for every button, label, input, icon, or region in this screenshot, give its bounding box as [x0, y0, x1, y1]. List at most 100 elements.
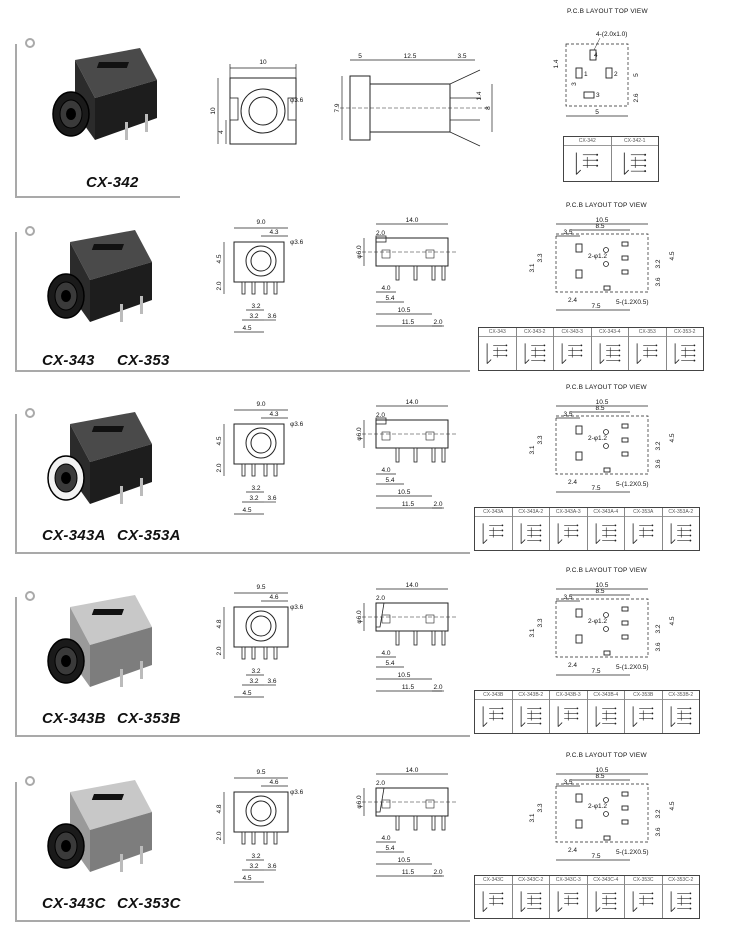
section-baseline [15, 552, 470, 554]
pcb-outline [555, 415, 649, 475]
dim-height: 4.8 [216, 804, 223, 813]
section-rail [15, 408, 35, 554]
schematic-cell: CX-353 [629, 328, 667, 370]
schematic-label: CX-353-2 [666, 328, 703, 337]
product-photo [47, 412, 152, 504]
dim-width: 9.0 [256, 219, 265, 226]
section-baseline [15, 370, 470, 372]
pcb-outline [555, 783, 649, 843]
dim-pad-span: 8.5 [595, 773, 604, 780]
dim-length: 14.0 [406, 767, 419, 774]
dim-pin-c: 10.5 [398, 489, 411, 496]
dim-pad-f: 3.2 [655, 259, 662, 268]
model-label: CX-343 [42, 352, 95, 369]
schematic-icon [632, 891, 654, 912]
hook-icon [25, 408, 35, 418]
dim-pad-g: 3.6 [655, 277, 662, 286]
dim-diameter: φ3.6 [290, 239, 304, 246]
dim-offset: 4 [218, 130, 225, 134]
section-rail [15, 591, 35, 737]
schematic-cell: CX-343-2 [516, 328, 554, 370]
model-label: CX-353A [117, 527, 181, 544]
model-label: CX-343B [42, 710, 106, 727]
dim-pcb-width: 10.5 [596, 582, 609, 589]
hook-icon [25, 591, 35, 601]
section-baseline [15, 920, 470, 922]
schematic-label: CX-353A [625, 508, 662, 517]
schematic-cell: CX-343A [475, 508, 513, 550]
schematic-label: CX-353C [625, 876, 662, 885]
dim-pad-a: 3.5 [563, 594, 572, 601]
front-body [233, 423, 285, 465]
dim-pin-d: 11.5 [402, 319, 415, 326]
dim-pitch-a: 3.2 [251, 485, 260, 492]
dim-pad-e: 4.5 [669, 616, 676, 625]
dim-pad-b: 3.3 [537, 803, 544, 812]
dim-pin-b: 5.4 [385, 660, 394, 667]
dim-pad-g: 3.6 [655, 642, 662, 651]
dim-pad-b: 3.3 [537, 253, 544, 262]
section-baseline [15, 196, 180, 198]
dim-body: 12.5 [404, 53, 417, 60]
dim-pitch-d: 4.5 [242, 325, 251, 332]
schematic-label: CX-343B [475, 691, 512, 700]
dim-pin-height: 1.4 [476, 91, 483, 100]
dim-pin-b: 5.4 [385, 845, 394, 852]
pcb-layout-title: P.C.B LAYOUT TOP VIEW [566, 752, 647, 759]
schematic-cell: CX-353-2 [666, 328, 703, 370]
schematic-icon [670, 523, 691, 544]
dim-pin-a: 4.0 [381, 285, 390, 292]
model-label: CX-343A [42, 527, 106, 544]
dim-pad-e: 4.5 [669, 801, 676, 810]
pcb-layout-title: P.C.B LAYOUT TOP VIEW [566, 202, 647, 209]
schematic-icon [670, 891, 691, 912]
pcb-outline [555, 598, 649, 658]
dim-pin-d: 11.5 [402, 869, 415, 876]
dim-pin-d: 11.5 [402, 501, 415, 508]
dim-diameter: φ3.6 [290, 421, 304, 428]
hole-spec: 2-φ1.2 [588, 803, 607, 810]
schematic-icon [575, 152, 599, 175]
dim-pitch-b: 3.2 [249, 863, 258, 870]
dim-pitch-b: 3.2 [249, 495, 258, 502]
pin-num: 4 [594, 52, 598, 59]
section-rail [15, 38, 35, 198]
dim-pad-span: 8.5 [595, 588, 604, 595]
schematic-icon [520, 706, 541, 727]
dim-pad-a: 1.4 [553, 59, 560, 68]
schematic-icon [486, 343, 508, 364]
model-label: CX-343C [42, 895, 106, 912]
schematic-label: CX-343B-2 [512, 691, 549, 700]
dim-length: 14.0 [406, 217, 419, 224]
dim-diameter: φ6.0 [356, 427, 363, 441]
dim-pad-a: 3.5 [563, 229, 572, 236]
schematic-icon [482, 891, 504, 912]
dim-lip: 2.0 [376, 230, 385, 237]
schematic-label: CX-343C-2 [512, 876, 549, 885]
schematic-label: CX-353B [625, 691, 662, 700]
schematic-cell: CX-353B [625, 691, 663, 733]
pcb-outline [555, 233, 649, 293]
dim-pin-b: 5.4 [385, 477, 394, 484]
schematic-cell: CX-343C-3 [550, 876, 588, 918]
model-label: CX-353B [117, 710, 181, 727]
dim-lift: 2.0 [216, 281, 223, 290]
dim-lip: 2.0 [376, 595, 385, 602]
dim-width: 9.5 [256, 769, 265, 776]
schematic-icon [636, 343, 658, 364]
dim-pad-a: 3.5 [563, 779, 572, 786]
dim-pin-e: 2.0 [433, 501, 442, 508]
section-rail [15, 776, 35, 922]
hole-spec: 2-φ1.2 [588, 253, 607, 260]
dim-pin-e: 2.0 [433, 684, 442, 691]
schematic-cell: CX-353A [625, 508, 663, 550]
pin-num: 2 [614, 71, 618, 78]
dim-pad-d: 2.4 [568, 847, 577, 854]
dim-lift: 2.0 [216, 831, 223, 840]
